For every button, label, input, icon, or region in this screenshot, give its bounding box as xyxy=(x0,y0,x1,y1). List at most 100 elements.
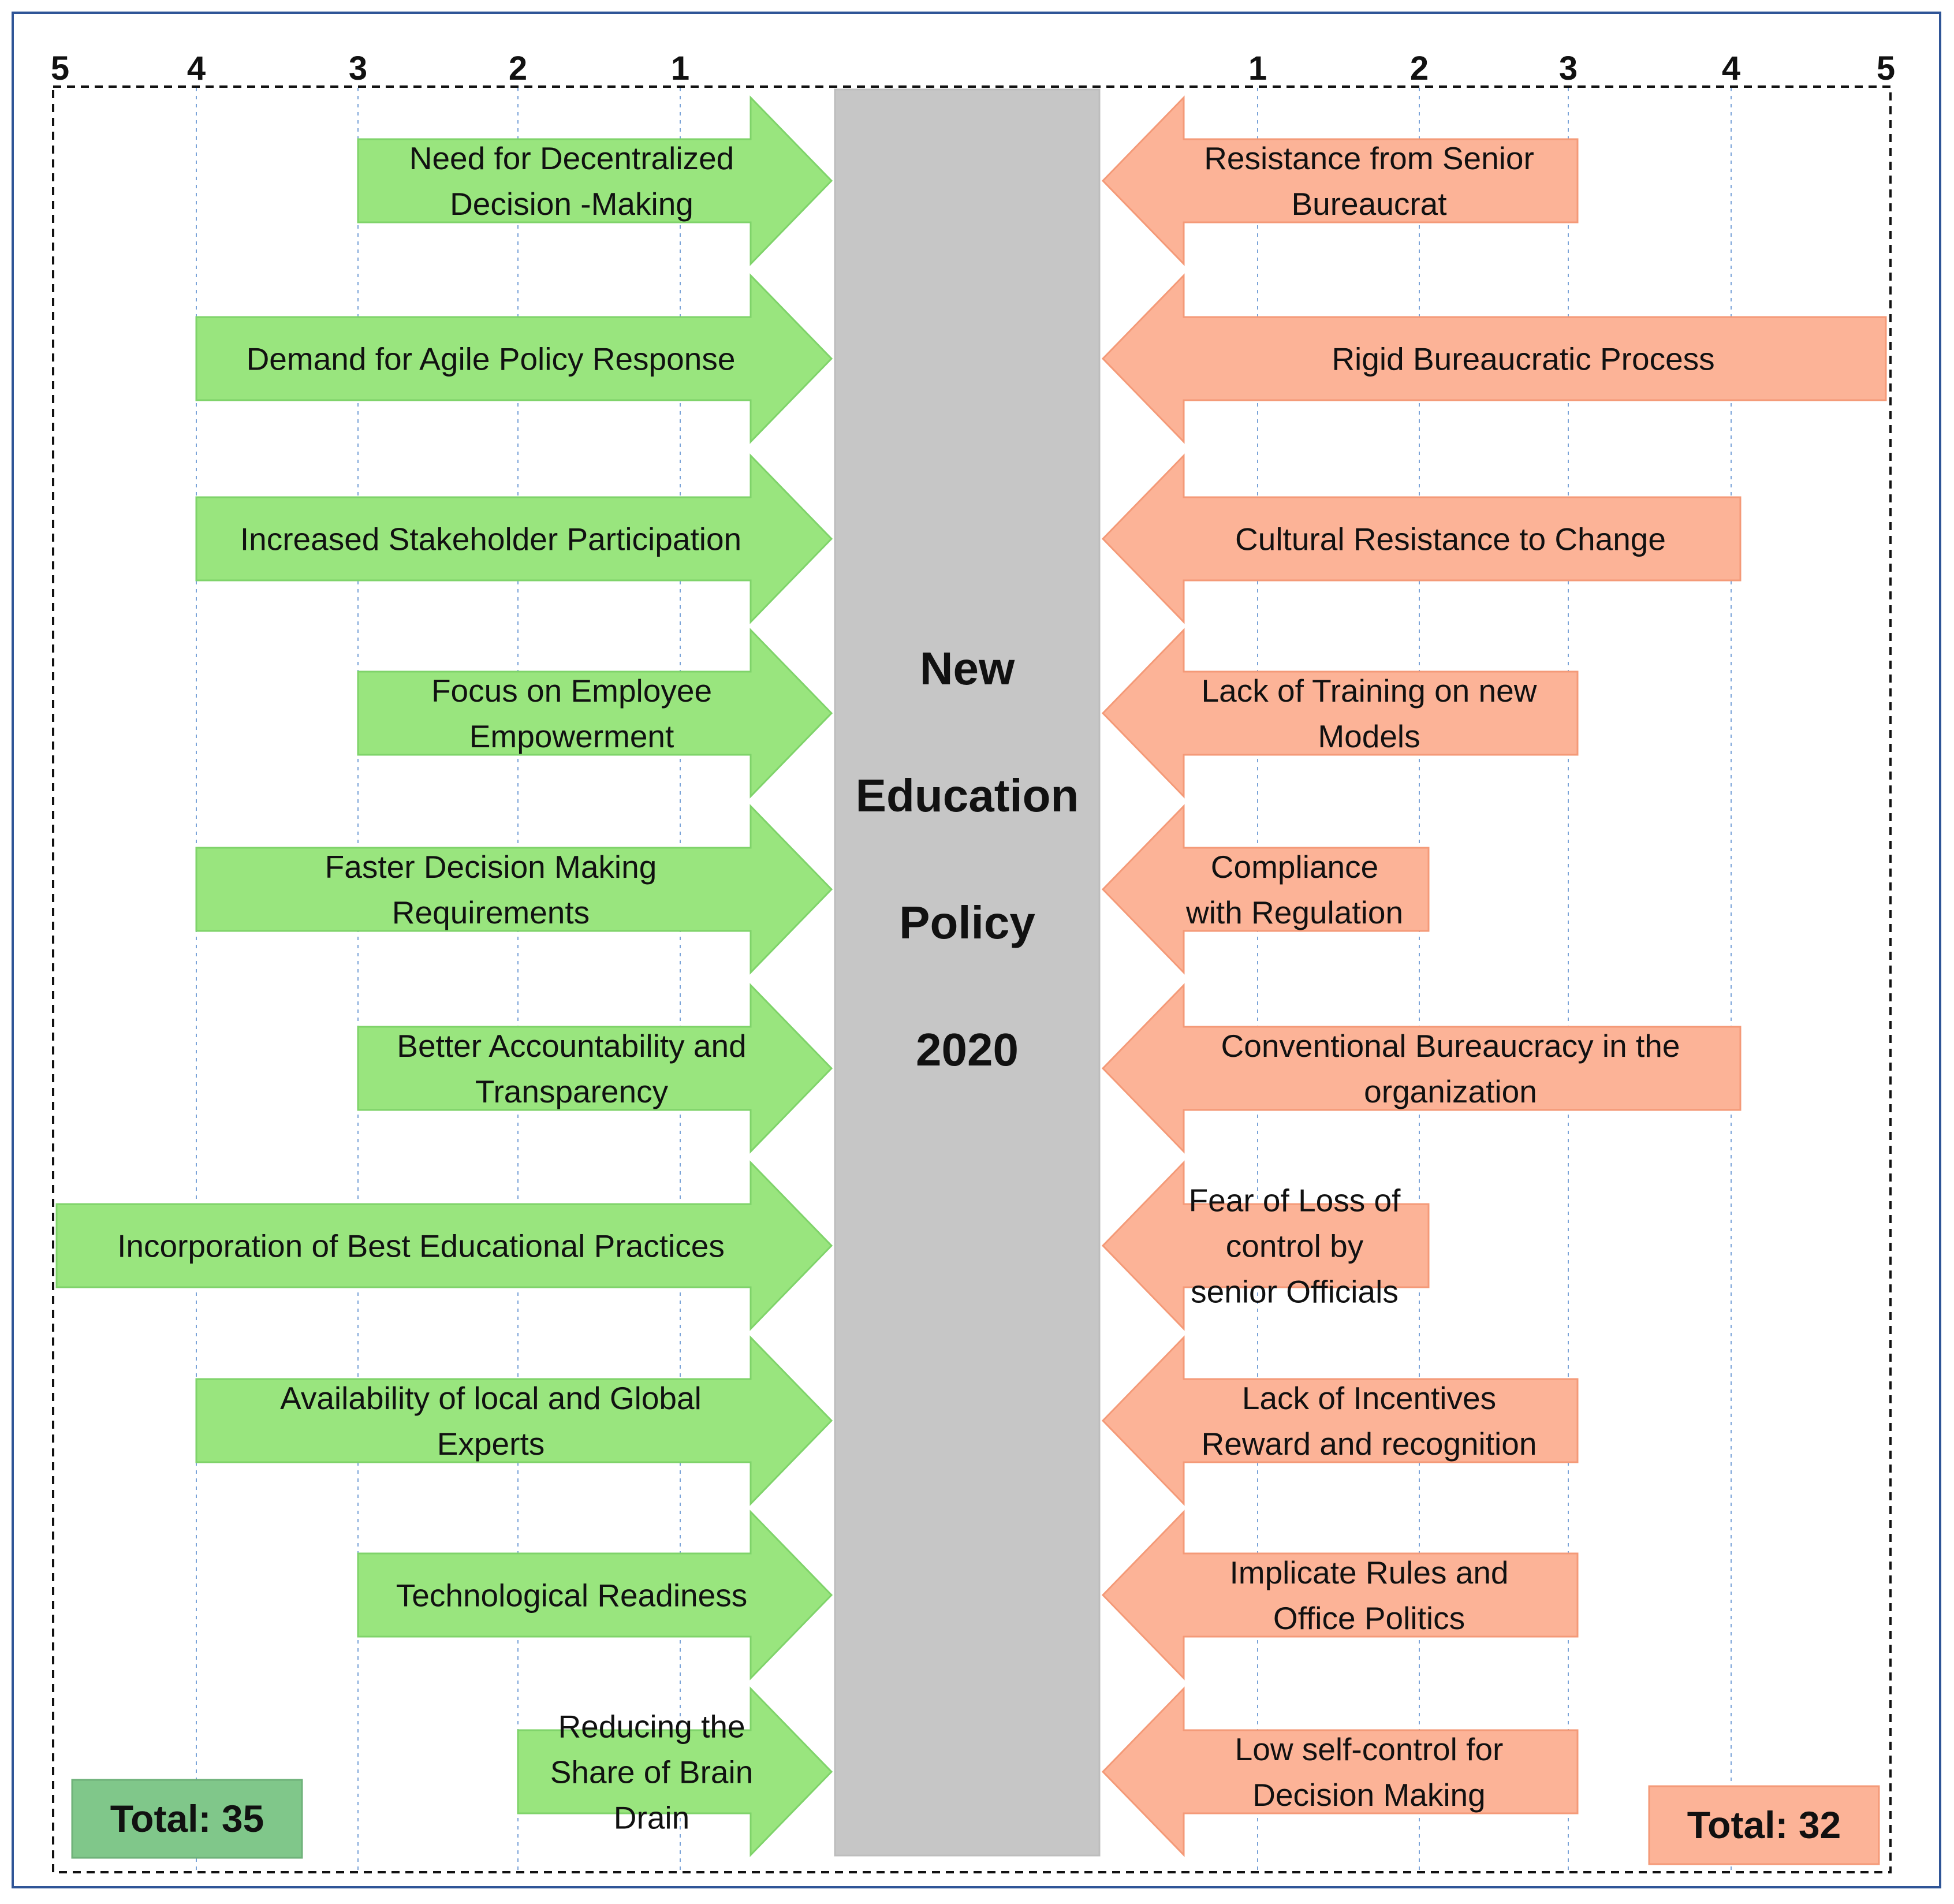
tick-label-left-1: 1 xyxy=(671,50,689,87)
driving-force-label: Share of Brain xyxy=(550,1754,754,1790)
restraining-arrow-shape xyxy=(1101,804,1430,975)
driving-force-label: Experts xyxy=(437,1426,545,1462)
driving-force-label: Need for Decentralized xyxy=(409,140,734,176)
restraining-force-label: Decision Making xyxy=(1252,1777,1486,1813)
restraining-force-label: Fear of Loss of xyxy=(1189,1182,1401,1218)
driving-force-label: Reducing the xyxy=(558,1708,745,1744)
driving-force-label: Better Accountability and xyxy=(397,1028,746,1064)
restraining-force-arrow: Fear of Loss of control by senior Official… xyxy=(1101,1160,1430,1331)
driving-arrow-shape xyxy=(55,1160,833,1331)
restraining-force-label: Models xyxy=(1318,718,1420,754)
totals: Total: 35 Total: 32 xyxy=(71,1779,1880,1865)
driving-arrow-shape xyxy=(195,273,833,444)
driving-arrow-shape xyxy=(195,453,833,624)
scale-ticks: 5 4 3 2 1 1 2 3 4 5 xyxy=(51,50,1895,87)
center-label-line: Education xyxy=(856,770,1079,821)
restraining-force-label: Cultural Resistance to Change xyxy=(1235,521,1666,557)
restraining-force-arrow: Conventional Bureaucracy in the organizat… xyxy=(1101,983,1742,1154)
restraining-force-arrow: Cultural Resistance to Change xyxy=(1101,453,1742,624)
restraining-force-label: Rigid Bureaucratic Process xyxy=(1332,341,1714,377)
driving-arrow-shape xyxy=(357,1510,833,1681)
tick-label-left-5: 5 xyxy=(51,50,69,87)
tick-label-right-3: 3 xyxy=(1559,50,1578,87)
driving-force-label: Empowerment xyxy=(469,718,674,754)
total-left-bg xyxy=(71,1779,303,1859)
restraining-arrow-shape xyxy=(1101,1510,1579,1681)
driving-force-arrow: Incorporation of Best Educational Practi… xyxy=(55,1160,833,1331)
restraining-arrow-shape xyxy=(1101,273,1887,444)
total-right-box: Total: 32 xyxy=(1648,1785,1880,1865)
restraining-force-label: Conventional Bureaucracy in the xyxy=(1221,1028,1680,1064)
restraining-force-label: control by xyxy=(1226,1228,1364,1264)
total-left-label: Total: 35 xyxy=(110,1797,264,1840)
driving-force-arrow: Demand for Agile Policy Response xyxy=(195,273,833,444)
driving-force-label: Increased Stakeholder Participation xyxy=(240,521,741,557)
center-label-line: 2020 xyxy=(916,1024,1019,1075)
restraining-arrow-shape xyxy=(1101,983,1742,1154)
driving-force-label: Incorporation of Best Educational Practi… xyxy=(117,1228,725,1264)
restraining-force-label: Implicate Rules and xyxy=(1229,1555,1508,1590)
dashed-plot-border xyxy=(52,85,1892,1873)
restraining-force-label: senior Officials xyxy=(1191,1273,1399,1309)
restraining-force-label: organization xyxy=(1364,1074,1537,1109)
center-bar-rect xyxy=(834,88,1101,1857)
driving-force-label: Requirements xyxy=(392,895,590,930)
restraining-force-arrow: Rigid Bureaucratic Process xyxy=(1101,273,1887,444)
tick-label-left-2: 2 xyxy=(509,50,527,87)
restraining-arrow-shape xyxy=(1101,1686,1579,1857)
restraining-force-label: Lack of Incentives xyxy=(1242,1380,1496,1416)
restraining-force-label: Resistance from Senior xyxy=(1204,140,1534,176)
driving-force-label: Technological Readiness xyxy=(396,1577,747,1613)
restraining-arrow-shape xyxy=(1101,1160,1430,1331)
restraining-force-label: Lack of Training on new xyxy=(1202,673,1537,709)
total-right-bg xyxy=(1648,1785,1880,1865)
driving-arrow-shape xyxy=(357,628,833,799)
total-right-label: Total: 32 xyxy=(1687,1804,1841,1846)
tick-label-left-3: 3 xyxy=(349,50,367,87)
total-left-box: Total: 35 xyxy=(71,1779,303,1859)
driving-arrow-shape xyxy=(517,1686,833,1857)
driving-force-label: Transparency xyxy=(475,1074,669,1109)
driving-force-label: Drain xyxy=(614,1799,689,1835)
driving-arrow-shape xyxy=(195,1335,833,1506)
tick-label-right-2: 2 xyxy=(1410,50,1429,87)
driving-force-label: Availability of local and Global xyxy=(280,1380,702,1416)
tick-label-right-1: 1 xyxy=(1248,50,1267,87)
restraining-arrow-shape xyxy=(1101,95,1579,266)
driving-arrow-shape xyxy=(357,983,833,1154)
restraining-force-label: Office Politics xyxy=(1273,1600,1465,1636)
tick-label-left-4: 4 xyxy=(187,50,206,87)
driving-force-label: Faster Decision Making xyxy=(325,849,657,885)
grid-lines xyxy=(196,88,1732,1871)
tick-label-right-4: 4 xyxy=(1722,50,1740,87)
driving-force-label: Decision -Making xyxy=(450,186,693,222)
tick-label-right-5: 5 xyxy=(1877,50,1895,87)
center-label-line: New xyxy=(920,643,1015,694)
driving-arrow-shape xyxy=(195,804,833,975)
driving-force-label: Focus on Employee xyxy=(431,673,712,709)
restraining-arrow-shape xyxy=(1101,628,1579,799)
driving-force-arrow: Increased Stakeholder Participation xyxy=(195,453,833,624)
restraining-force-label: Low self-control for xyxy=(1235,1731,1504,1767)
restraining-force-label: Compliance xyxy=(1211,849,1378,885)
restraining-force-label: Bureaucrat xyxy=(1291,186,1446,222)
restraining-arrow-shape xyxy=(1101,1335,1579,1506)
center-label-line: Policy xyxy=(899,897,1035,948)
driving-force-label: Demand for Agile Policy Response xyxy=(247,341,736,377)
restraining-force-label: with Regulation xyxy=(1185,895,1403,930)
driving-arrow-shape xyxy=(357,95,833,266)
restraining-force-arrow: Compliance with Regulation xyxy=(1101,804,1430,975)
